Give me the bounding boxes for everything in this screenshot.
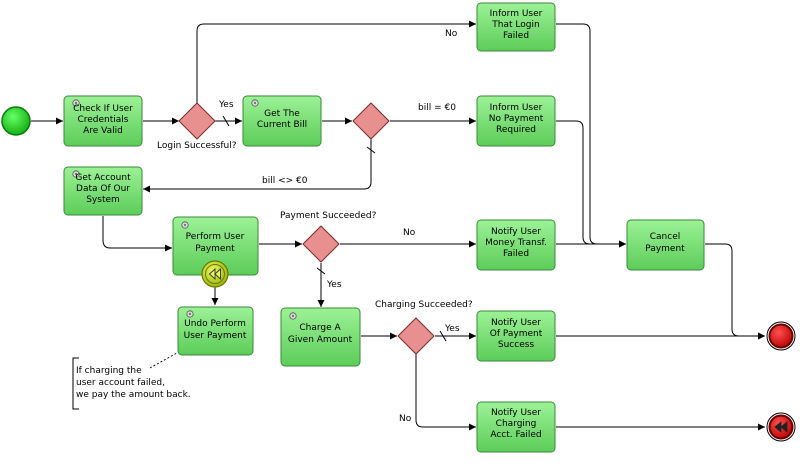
gateway-charging-succeeded[interactable]: [397, 317, 435, 355]
task-cancel-payment[interactable]: Cancel Payment: [626, 219, 705, 271]
task-label-line: Success: [498, 340, 535, 350]
rewind-icon: [774, 421, 788, 433]
annotation-line-1: If charging the: [76, 366, 142, 376]
annotation-bracket: [72, 357, 79, 410]
task-label-line: Money Transf.: [485, 238, 547, 248]
task-label-line: Perform User: [186, 232, 245, 242]
service-task-gear-icon: [251, 99, 259, 107]
task-label-line: No Payment: [489, 114, 544, 124]
task-label-line: Payment: [645, 244, 685, 254]
end-event[interactable]: [766, 321, 796, 351]
task-label-line: Acct. Failed: [490, 430, 541, 440]
service-task-gear-icon: [186, 310, 194, 318]
task-label-line: Inform User: [490, 9, 543, 19]
task-notify-money-failed[interactable]: Notify User Money Transf. Failed: [476, 219, 556, 271]
gateway-payment-succeeded[interactable]: [302, 225, 340, 263]
flow-charging-no: [415, 354, 476, 431]
task-check-credentials[interactable]: Check If User Credentials Are Valid: [63, 95, 143, 147]
label-bill-nonzero: bill <> €0: [262, 176, 308, 186]
flow-cancel-to-end: [705, 243, 765, 340]
flow-login-failed-to-cancel: [556, 23, 626, 248]
task-label-line: Of Payment: [490, 329, 543, 339]
task-get-account-data[interactable]: Get Account Data Of Our System: [63, 166, 143, 216]
task-undo-user-payment[interactable]: Undo Perform User Payment: [177, 306, 254, 356]
task-label-line: Undo Perform: [184, 319, 246, 329]
label-bill-zero: bill = €0: [418, 103, 456, 113]
task-label-line: Charge A: [299, 323, 341, 333]
label-payment-yes: Yes: [326, 280, 342, 290]
task-label-line: Charging: [496, 419, 537, 429]
label-charging-no: No: [399, 414, 412, 424]
flow-account-to-payment: [102, 216, 172, 252]
task-get-current-bill[interactable]: Get The Current Bill: [242, 95, 322, 147]
task-charge-given-amount[interactable]: Charge A Given Amount: [280, 307, 361, 367]
task-perform-user-payment[interactable]: Perform User Payment: [172, 216, 259, 276]
task-inform-login-failed[interactable]: Inform User That Login Failed: [476, 2, 556, 52]
default-mark: [222, 115, 230, 127]
task-label-line: Given Amount: [288, 335, 353, 345]
task-notify-payment-success[interactable]: Notify User Of Payment Success: [476, 310, 556, 362]
task-label-line: Get Account: [75, 173, 131, 183]
task-label-line: Failed: [503, 249, 529, 259]
task-label-line: Notify User: [491, 408, 541, 418]
task-label-line: User Payment: [184, 331, 247, 341]
task-label-line: Check If User: [73, 104, 133, 114]
annotation-line-2: user account failed,: [76, 378, 165, 388]
task-label-line: Are Valid: [83, 126, 123, 136]
sequence-flows: [31, 20, 765, 431]
default-mark: [439, 330, 447, 342]
gateway-bill-check[interactable]: [352, 102, 390, 140]
task-label-line: Payment: [195, 244, 235, 254]
task-inform-no-payment[interactable]: Inform User No Payment Required: [476, 95, 556, 147]
label-login-yes: Yes: [218, 100, 234, 110]
annotation-line-3: we pay the amount back.: [76, 390, 191, 400]
task-label-line: Get The: [264, 109, 300, 119]
label-payment-no: No: [403, 228, 416, 238]
label-charging-yes: Yes: [444, 324, 460, 334]
task-label-line: Required: [496, 125, 536, 135]
task-label-line: Notify User: [491, 318, 541, 328]
task-label-line: Notify User: [491, 227, 541, 237]
flow-no-payment-to-cancel: [556, 120, 591, 245]
task-notify-charging-failed[interactable]: Notify User Charging Acct. Failed: [476, 401, 556, 453]
default-mark: [366, 146, 376, 154]
gateway-login-successful[interactable]: [178, 102, 216, 140]
label-charging-succeeded: Charging Succeeded?: [375, 300, 473, 310]
task-label-line: Current Bill: [257, 120, 307, 130]
label-login-no: No: [445, 29, 458, 39]
task-label-line: Cancel: [650, 232, 681, 242]
label-login-successful: Login Successful?: [157, 141, 237, 151]
rewind-icon: [208, 267, 221, 281]
compensation-end-event[interactable]: [766, 412, 796, 442]
compensation-boundary-event[interactable]: [201, 260, 229, 288]
flow-bill-nonzero: [143, 139, 372, 193]
task-label-line: Inform User: [490, 103, 543, 113]
start-event[interactable]: [1, 106, 31, 136]
default-mark: [316, 267, 326, 275]
task-label-line: Failed: [503, 31, 529, 41]
task-label-line: Credentials: [77, 115, 128, 125]
text-annotation: If charging the user account failed, we …: [72, 348, 191, 410]
service-task-gear-icon: [289, 312, 297, 320]
service-task-gear-icon: [181, 221, 189, 229]
task-label-line: Data Of Our: [76, 184, 130, 194]
label-payment-succeeded: Payment Succeeded?: [280, 211, 377, 221]
task-label-line: System: [86, 195, 120, 205]
flow-login-no: [196, 20, 476, 103]
task-label-line: That Login: [491, 20, 539, 30]
